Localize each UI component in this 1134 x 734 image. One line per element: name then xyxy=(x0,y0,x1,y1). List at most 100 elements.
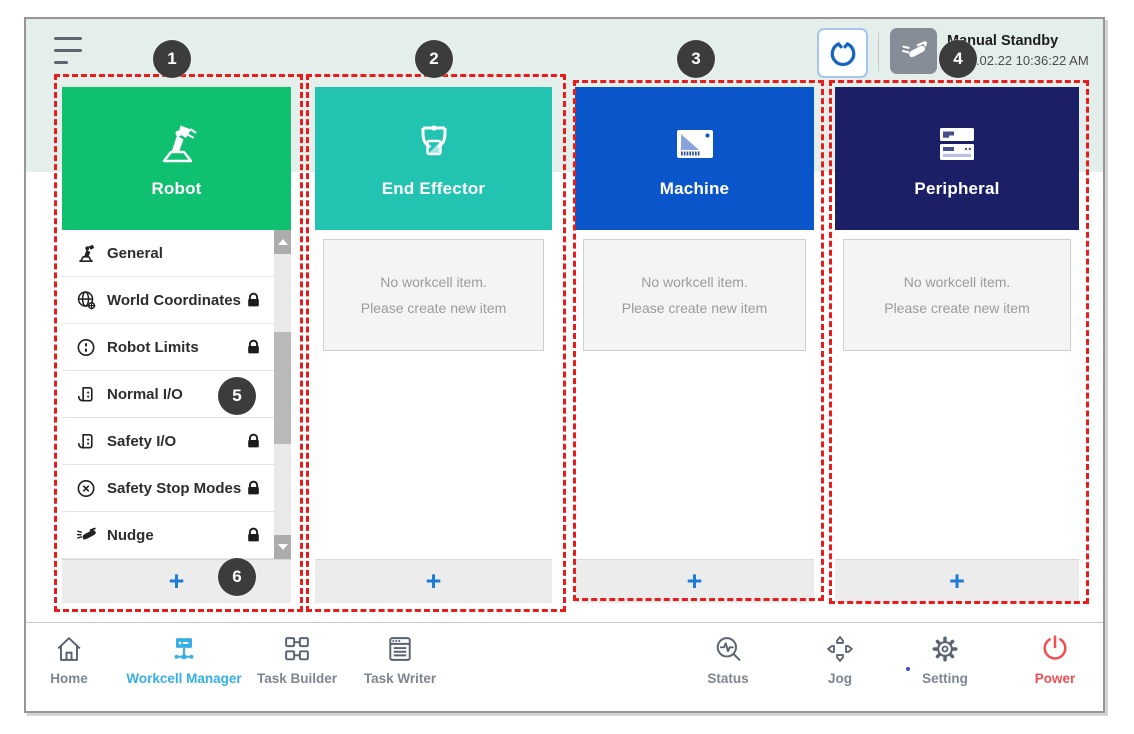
status-mode-text: Manual Standby xyxy=(947,33,1059,49)
add-peripheral-item-button[interactable]: + xyxy=(835,559,1079,603)
plus-icon: + xyxy=(425,566,442,596)
workcell-column-end-effector: End Effector No workcell item. Please cr… xyxy=(315,87,552,603)
column-title: Robot xyxy=(151,178,202,198)
empty-state: No workcell item. Please create new item xyxy=(323,239,544,351)
lock-icon xyxy=(245,339,262,356)
nav-task-writer[interactable]: Task Writer xyxy=(340,633,460,686)
robot-limits-icon xyxy=(72,336,100,359)
empty-state-line2: Please create new item xyxy=(621,300,768,316)
menu-item-robot-limits[interactable]: Robot Limits xyxy=(62,324,274,371)
lock-icon xyxy=(245,292,262,309)
robot-category-header[interactable]: Robot xyxy=(62,87,291,230)
scroll-up-button[interactable] xyxy=(274,230,291,254)
manual-mode-button[interactable] xyxy=(890,28,937,74)
workcell-column-robot: Robot General xyxy=(62,87,291,603)
nav-power[interactable]: Power xyxy=(995,633,1115,686)
nav-jog[interactable]: Jog xyxy=(780,633,900,686)
workcell-column-peripheral: Peripheral No workcell item. Please crea… xyxy=(835,87,1079,603)
power-icon xyxy=(1039,633,1071,665)
annotation-marker-3: 3 xyxy=(677,40,715,78)
peripheral-device-icon xyxy=(930,119,984,169)
menu-item-label: Robot Limits xyxy=(107,338,199,356)
nav-label: Setting xyxy=(922,671,968,686)
nav-label: Status xyxy=(707,671,749,686)
machine-body: No workcell item. Please create new item xyxy=(575,230,814,559)
menu-item-safety-stop-modes[interactable]: Safety Stop Modes xyxy=(62,465,274,512)
scrollbar-thumb[interactable] xyxy=(274,332,291,444)
plus-icon: + xyxy=(686,566,703,596)
menu-item-label: Safety Stop Modes xyxy=(107,479,242,497)
notification-dot xyxy=(906,667,910,671)
scrollbar[interactable] xyxy=(274,230,291,559)
lock-icon xyxy=(245,433,262,450)
nudge-hand-icon xyxy=(72,524,100,547)
main-menu-button[interactable] xyxy=(54,37,84,65)
nav-label: Task Builder xyxy=(256,671,338,686)
column-title: End Effector xyxy=(381,178,486,198)
robot-arm-icon xyxy=(150,119,204,169)
lock-icon xyxy=(245,480,262,497)
menu-item-label: Nudge xyxy=(107,526,154,544)
menu-item-label: Normal I/O xyxy=(107,385,183,403)
empty-state-line1: No workcell item. xyxy=(641,274,748,290)
nav-task-builder[interactable]: Task Builder xyxy=(237,633,357,686)
add-machine-item-button[interactable]: + xyxy=(575,559,814,603)
annotation-marker-1: 1 xyxy=(153,40,191,78)
empty-state-line1: No workcell item. xyxy=(380,274,487,290)
gripper-tool-icon xyxy=(407,119,461,169)
world-coordinates-icon xyxy=(72,289,100,312)
empty-state: No workcell item. Please create new item xyxy=(843,239,1071,351)
status-datetime-text: 2022.02.22 10:36:22 AM xyxy=(947,53,1089,68)
robot-menu-list: General World Coordinates xyxy=(62,230,291,559)
menu-item-safety-io[interactable]: Safety I/O xyxy=(62,418,274,465)
nav-label: Jog xyxy=(827,671,852,686)
bottom-navigation: Home Workcell Manager xyxy=(26,622,1103,711)
nav-status[interactable]: Status xyxy=(668,633,788,686)
scroll-down-button[interactable] xyxy=(274,535,291,559)
menu-item-normal-io[interactable]: Normal I/O xyxy=(62,371,274,418)
plus-icon: + xyxy=(168,566,185,596)
end-effector-category-header[interactable]: End Effector xyxy=(315,87,552,230)
stop-cross-icon xyxy=(72,477,100,500)
nav-label: Task Writer xyxy=(363,671,437,686)
menu-item-label: General xyxy=(107,244,163,262)
menu-item-general[interactable]: General xyxy=(62,230,274,277)
add-robot-item-button[interactable]: + xyxy=(62,559,291,603)
robot-gripper-button[interactable] xyxy=(817,28,868,78)
task-writer-icon xyxy=(384,633,416,665)
jog-dpad-icon xyxy=(824,633,856,665)
workcell-column-machine: Machine No workcell item. Please create … xyxy=(575,87,814,603)
system-status: Manual Standby 2022.02.22 10:36:22 AM xyxy=(947,32,1097,70)
column-title: Machine xyxy=(659,178,730,198)
nav-setting[interactable]: Setting xyxy=(885,633,1005,686)
io-connector-icon xyxy=(72,383,100,406)
io-connector-icon xyxy=(72,430,100,453)
menu-item-world-coordinates[interactable]: World Coordinates xyxy=(62,277,274,324)
menu-item-nudge[interactable]: Nudge xyxy=(62,512,274,559)
peripheral-category-header[interactable]: Peripheral xyxy=(835,87,1079,230)
column-title: Peripheral xyxy=(914,178,1000,198)
robot-general-icon xyxy=(72,242,100,265)
empty-state: No workcell item. Please create new item xyxy=(583,239,806,351)
annotation-marker-2: 2 xyxy=(415,40,453,78)
plus-icon: + xyxy=(949,566,965,596)
machine-category-header[interactable]: Machine xyxy=(575,87,814,230)
gripper-icon xyxy=(828,38,858,68)
nav-label: Workcell Manager xyxy=(126,671,242,686)
nav-workcell-manager[interactable]: Workcell Manager xyxy=(124,633,244,686)
nav-home[interactable]: Home xyxy=(9,633,129,686)
machine-icon xyxy=(668,119,722,169)
menu-item-label: Safety I/O xyxy=(107,432,177,450)
task-builder-icon xyxy=(281,633,313,665)
annotation-marker-6: 6 xyxy=(218,558,256,596)
status-monitor-icon xyxy=(712,633,744,665)
add-end-effector-item-button[interactable]: + xyxy=(315,559,552,603)
app-window: Manual Standby 2022.02.22 10:36:22 AM Ro… xyxy=(24,17,1105,713)
home-icon xyxy=(53,633,85,665)
nav-label: Home xyxy=(50,671,88,686)
annotation-marker-5: 5 xyxy=(218,377,256,415)
nav-label: Power xyxy=(1034,671,1076,686)
workcell-manager-icon xyxy=(168,633,200,665)
menu-item-label: World Coordinates xyxy=(107,291,241,309)
